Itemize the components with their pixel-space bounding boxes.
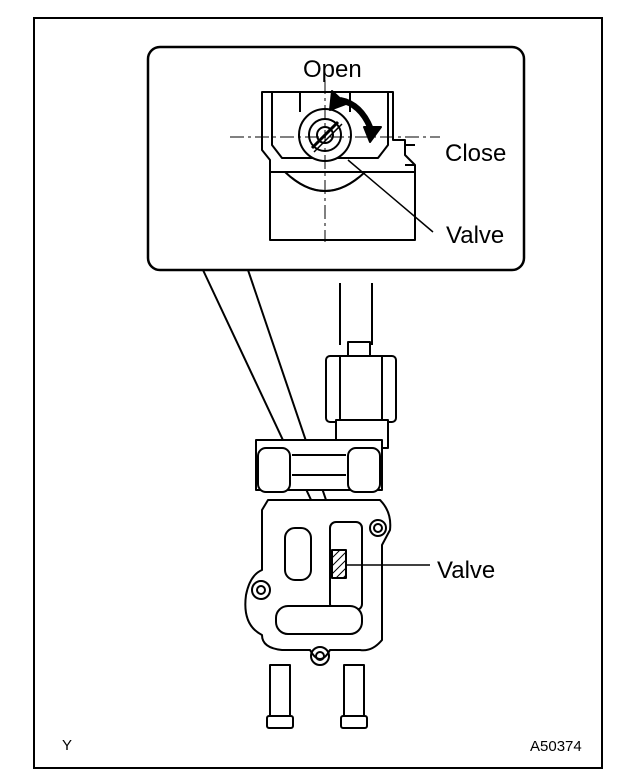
actuator-body — [325, 341, 397, 449]
upper-block — [255, 439, 383, 493]
figure-frame — [33, 17, 603, 769]
corner-letter: Y — [62, 737, 73, 754]
figure-code: A50374 — [530, 738, 582, 755]
detail-valve-label: Valve — [446, 222, 505, 249]
detail-label-leaders — [347, 159, 434, 233]
open-label: Open — [303, 56, 362, 83]
flange-plate — [244, 499, 392, 666]
detail-center-lines — [230, 80, 440, 242]
upper-hose — [339, 283, 373, 345]
main-valve-label: Valve — [437, 557, 496, 584]
rotation-arrow — [329, 90, 382, 143]
close-label: Close — [445, 140, 507, 167]
lower-pipes — [266, 664, 368, 729]
main-valve — [331, 549, 347, 579]
